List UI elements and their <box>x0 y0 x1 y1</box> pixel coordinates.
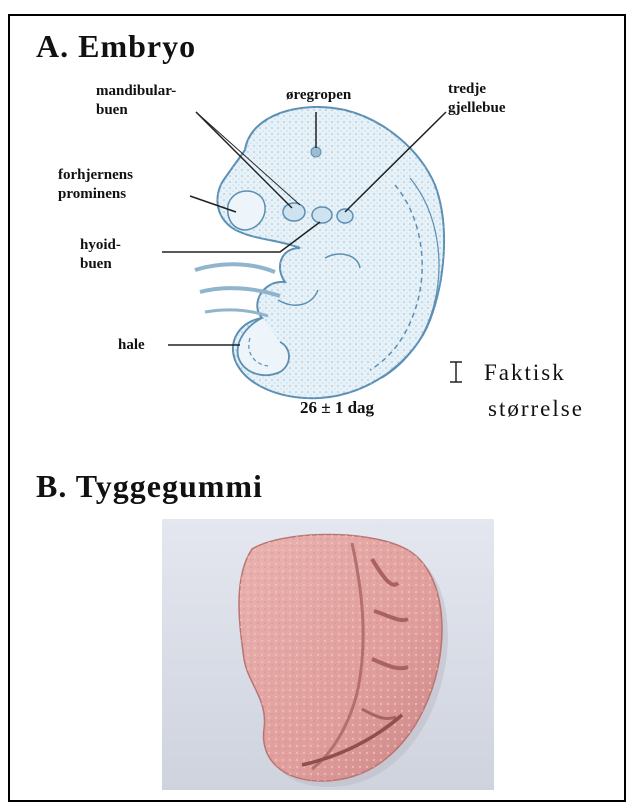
otic-pit <box>311 147 321 157</box>
yolk-stalk-1 <box>195 264 275 272</box>
embryo-diagram <box>0 0 636 460</box>
size-label-line1: Faktisk <box>484 360 566 386</box>
age-label: 26 ± 1 dag <box>300 398 374 417</box>
label-forhjernens: forhjernens prominens <box>58 166 133 204</box>
hyoid-arch <box>312 207 332 223</box>
label-hyoid: hyoid- buen <box>80 236 121 274</box>
label-hale: hale <box>118 336 145 355</box>
label-tredje: tredje gjellebue <box>448 80 506 118</box>
section-b-heading: B. Tyggegummi <box>36 468 263 505</box>
mandibular-arch <box>283 203 305 221</box>
size-label-line2: størrelse <box>488 396 584 422</box>
chewing-gum-photo <box>162 519 494 790</box>
label-mandibular: mandibular- buen <box>96 82 176 120</box>
label-oregropen: øregropen <box>286 86 351 105</box>
